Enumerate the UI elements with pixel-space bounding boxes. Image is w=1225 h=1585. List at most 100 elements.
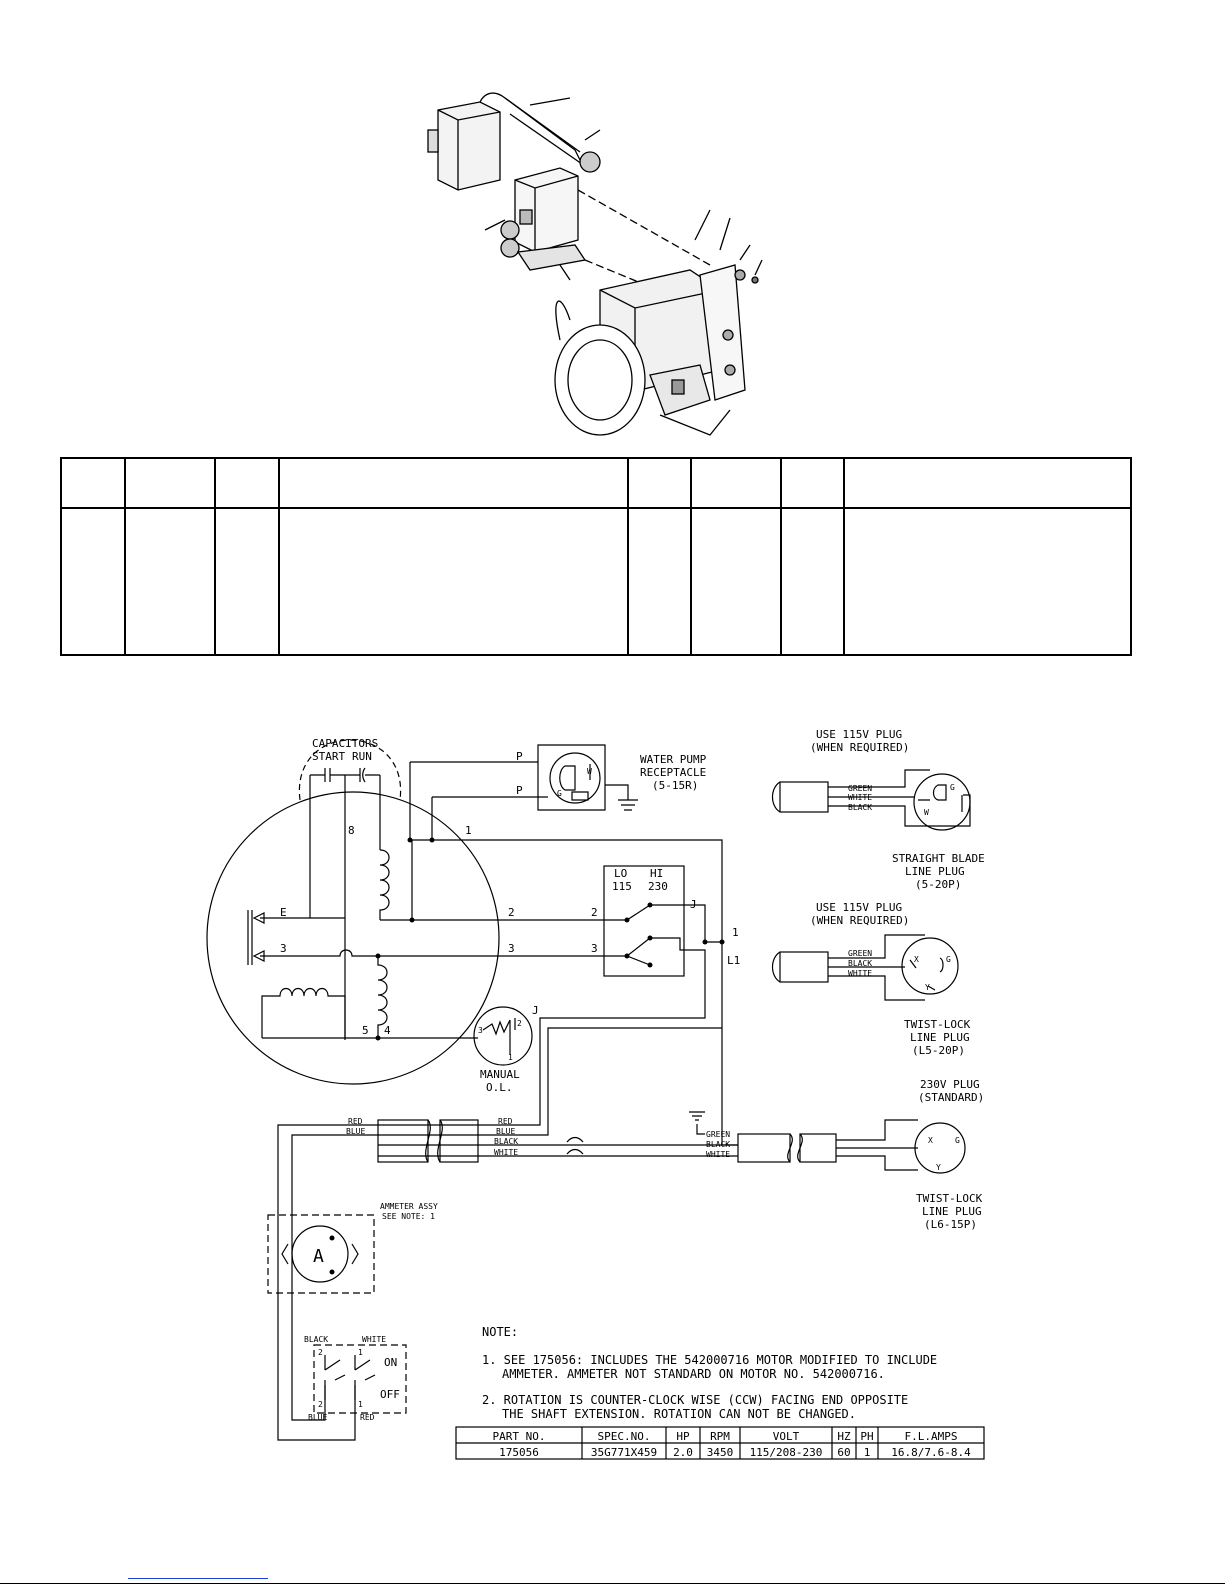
terminal-2b: 2 [591,906,598,919]
plug115a-heading-2: (WHEN REQUIRED) [810,741,909,754]
toggle-pin-2b: 2 [318,1400,323,1409]
ammeter-label-1: AMMETER ASSY [380,1202,438,1211]
ammeter-label-2: SEE NOTE: 1 [382,1212,435,1221]
plug230-g: G [955,1136,960,1145]
parts-table-body-row [60,507,1132,656]
spec-cell-volt: 115/208-230 [750,1446,823,1459]
parts-header-cell [278,457,629,509]
terminal-8: 8 [348,824,355,837]
spec-cell-hp: 2.0 [673,1446,693,1459]
plug115b-g: G [946,955,951,964]
plug230-heading-2: (STANDARD) [918,1091,984,1104]
plug115a-wire-black: BLACK [848,803,872,812]
spec-header-fl-amps: F.L.AMPS [905,1430,958,1443]
plug230-wire-black: BLACK [706,1140,730,1149]
spec-header-hz: HZ [837,1430,851,1443]
spec-cell-rpm: 3450 [707,1446,734,1459]
parts-header-cell [627,457,692,509]
receptacle-face [549,752,601,804]
plug115a-caption-1: STRAIGHT BLADE [892,852,985,865]
plug230-caption-1: TWIST-LOCK [916,1192,983,1205]
terminal-e: E [280,906,287,919]
note-2-line-1: 2. ROTATION IS COUNTER-CLOCK WISE (CCW) … [482,1393,908,1407]
parts-header-cell [843,457,1132,509]
terminal-l1: L1 [727,954,740,967]
terminal-3c: 3 [591,942,598,955]
toggle-black: BLACK [304,1335,328,1344]
overload-pin-2: 2 [517,1019,522,1028]
spec-cell-fl-amps: 16.8/7.6-8.4 [891,1446,971,1459]
parts-header-cell [690,457,782,509]
lo-hi-switch-box [603,865,685,977]
toggle-blue: BLUE [308,1413,327,1422]
receptacle-label-2: RECEPTACLE [640,766,706,779]
spec-cell-hz: 60 [837,1446,850,1459]
spec-cell-ph: 1 [864,1446,871,1459]
toggle-pin-2a: 2 [318,1348,323,1357]
terminal-2a: 2 [508,906,515,919]
plug115a-g: G [950,783,955,792]
cable-mid-wire-black: BLACK [494,1137,518,1146]
note-1-line-2: AMMETER. AMMETER NOT STANDARD ON MOTOR N… [502,1367,885,1381]
parts-body-cell [124,507,216,656]
cable-mid-wire-blue: BLUE [496,1127,515,1136]
capacitor-enclosure [298,739,402,801]
toggle-pin-1a: 1 [358,1348,363,1357]
plug115b-wire-white: WHITE [848,969,872,978]
plug115b-y: Y [925,983,930,992]
switch-lo-label: LO [614,867,627,880]
toggle-white: WHITE [362,1335,386,1344]
cable-left-wire-red: RED [348,1117,363,1126]
terminal-p-top: P [516,750,523,763]
terminal-p-bottom: P [516,784,523,797]
switch-115-label: 115 [612,880,632,893]
switch-hi-label: HI [650,867,663,880]
plug-115v-twistlock-face [901,937,959,995]
plug230-caption-3: (L6-15P) [924,1218,977,1231]
spec-header-spec-no: SPEC.NO. [598,1430,651,1443]
terminal-j-top: J [690,898,697,911]
receptacle-label-3: (5-15R) [652,779,698,792]
parts-table-header-row [60,457,1132,509]
spec-header-ph: PH [860,1430,873,1443]
plug115b-wire-green: GREEN [848,949,872,958]
receptacle-w: W [587,767,592,776]
plug115a-wire-green: GREEN [848,784,872,793]
plug230-wire-green: GREEN [706,1130,730,1139]
plug115a-caption-3: (5-20P) [915,878,961,891]
terminal-3a: 3 [280,942,287,955]
toggle-pin-1b: 1 [358,1400,363,1409]
parts-header-cell [214,457,280,509]
overload-pin-3: 3 [478,1026,483,1035]
plug230-heading-1: 230V PLUG [920,1078,980,1091]
plug115a-heading-1: USE 115V PLUG [816,728,902,741]
receptacle-label-1: WATER PUMP [640,753,707,766]
plug-115v-straight-face [913,773,971,831]
capacitor-run-label: RUN [352,750,372,763]
parts-header-cell [780,457,845,509]
plug115b-heading-1: USE 115V PLUG [816,901,902,914]
footer-link-underline[interactable] [128,1578,268,1579]
terminal-4: 4 [384,1024,391,1037]
capacitor-start-label: START [312,750,345,763]
parts-body-cell [278,507,629,656]
plug115a-w: W [924,808,929,817]
plug230-wire-white: WHITE [706,1150,730,1159]
spec-header-hp: HP [676,1430,690,1443]
terminal-1-right: 1 [732,926,739,939]
ammeter-enclosure [267,1214,375,1294]
plug115b-caption-2: LINE PLUG [910,1031,970,1044]
parts-body-cell [214,507,280,656]
spec-header-rpm: RPM [710,1430,730,1443]
plug230-y: Y [936,1163,941,1172]
plug115b-heading-2: (WHEN REQUIRED) [810,914,909,927]
ammeter-gauge [291,1225,349,1283]
parts-body-cell [690,507,782,656]
receptacle-g: G [557,789,562,798]
parts-body-cell [780,507,845,656]
terminal-1: 1 [465,824,472,837]
spec-cell-part-no: 175056 [499,1446,539,1459]
toggle-red: RED [360,1413,375,1422]
parts-header-cell [60,457,126,509]
